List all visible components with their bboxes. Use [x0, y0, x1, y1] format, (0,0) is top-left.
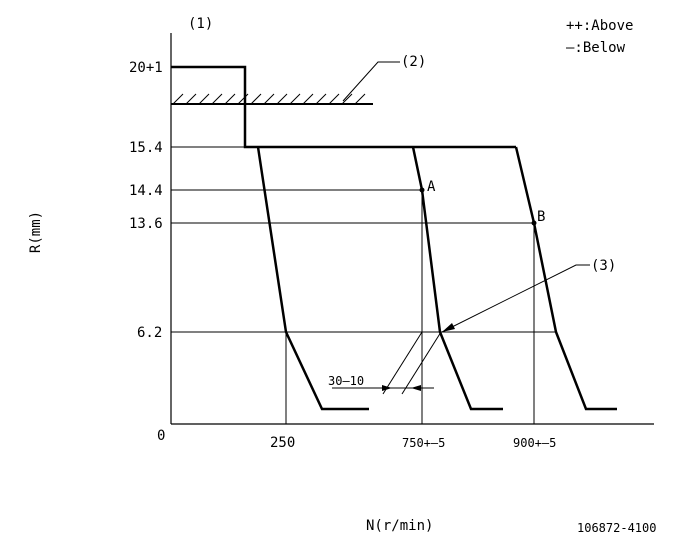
item-3-label: (3) — [591, 258, 616, 274]
leader-3 — [441, 264, 590, 333]
y-tick-6-2: 6.2 — [137, 325, 162, 341]
leader-3-arrow — [442, 323, 455, 332]
droop-curve-750 — [411, 146, 503, 411]
y-tick-0: 0 — [157, 428, 165, 444]
y-tick-15-4: 15.4 — [129, 140, 163, 156]
y-tick-20: 20+1 — [129, 60, 163, 76]
x-axis-title: N(r/min) — [366, 518, 433, 534]
legend-below: —:Below — [566, 40, 626, 56]
point-a-label: A — [427, 179, 436, 195]
point-a-marker — [419, 187, 425, 193]
dim-arrow-right — [411, 385, 421, 391]
item-1-label: (1) — [188, 16, 213, 32]
dim-30-10-label: 30–10 — [328, 374, 364, 388]
y-axis-title: R(mm) — [28, 211, 44, 253]
point-b-marker — [531, 220, 537, 226]
dim-ext-left — [382, 331, 423, 395]
leader-2 — [342, 61, 400, 102]
x-tick-900: 900+–5 — [513, 436, 556, 450]
x-tick-750: 750+–5 — [402, 436, 445, 450]
y-tick-14-4: 14.4 — [129, 183, 163, 199]
droop-curve-900 — [514, 146, 617, 411]
droop-curve-idle — [256, 146, 369, 411]
y-tick-13-6: 13.6 — [129, 216, 163, 232]
point-b-label: B — [537, 209, 545, 225]
dim-arrow-left — [382, 385, 392, 391]
legend-above: ++:Above — [566, 18, 633, 34]
drawing-code: 106872-4100 — [577, 521, 656, 535]
dim-ext-right — [401, 331, 442, 395]
x-tick-250: 250 — [270, 435, 295, 451]
full-load-curve — [171, 65, 516, 149]
stop-hatching — [172, 93, 366, 105]
item-2-label: (2) — [401, 54, 426, 70]
